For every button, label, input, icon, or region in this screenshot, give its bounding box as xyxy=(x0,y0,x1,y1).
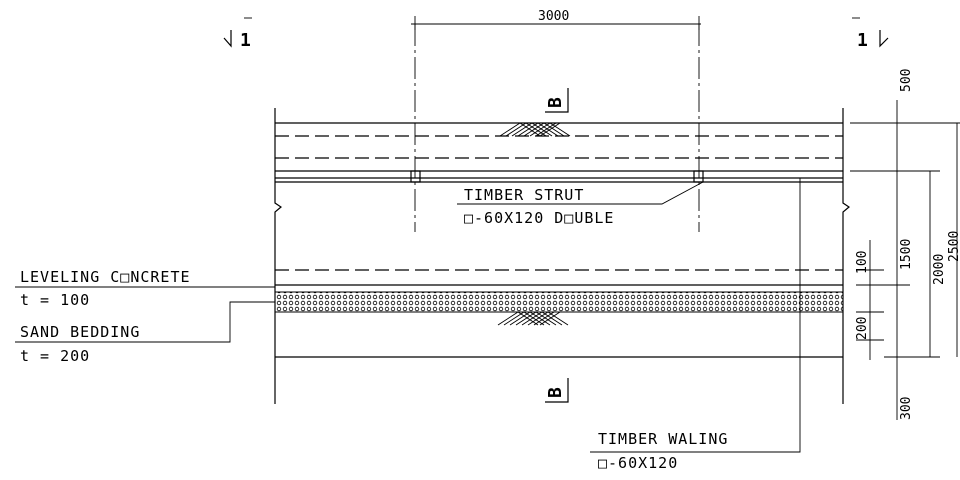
section-label-left: 1 xyxy=(240,30,251,51)
section-mark-right: 1 xyxy=(852,17,889,51)
dim-200: 200 xyxy=(855,317,870,340)
leveling-thickness: t = 100 xyxy=(20,291,90,309)
dimension-top-3000: 3000 xyxy=(411,9,701,30)
timber-strut-leader xyxy=(457,181,704,205)
strut-block-left xyxy=(410,170,421,183)
section-b-bottom: B xyxy=(545,378,569,403)
left-wall xyxy=(274,108,283,404)
timber-strut-spec: □-60X120 D□UBLE xyxy=(464,209,614,227)
timber-waling-leader xyxy=(590,178,801,453)
right-wall xyxy=(842,108,851,404)
section-b-label-bottom: B xyxy=(545,387,566,398)
earth-hatch-top xyxy=(499,122,571,137)
leveling-concrete-label: LEVELING C□NCRETE xyxy=(20,268,191,286)
dim-500: 500 xyxy=(899,69,914,92)
dim-100: 100 xyxy=(855,251,870,274)
sand-thickness: t = 200 xyxy=(20,347,90,365)
section-mark-left: 1 xyxy=(223,17,252,51)
dim-300: 300 xyxy=(899,397,914,420)
section-b-label-top: B xyxy=(545,97,566,108)
dim-2500: 2500 xyxy=(947,231,960,262)
dimension-chain-right: 500 2000 2500 1500 100 200 300 xyxy=(850,69,960,420)
dim-2000: 2000 xyxy=(932,254,947,285)
sand-leader xyxy=(15,301,275,343)
timber-strut-label: TIMBER STRUT xyxy=(464,186,584,204)
sand-bedding-layer xyxy=(274,291,844,313)
section-b-top: B xyxy=(545,88,569,113)
sand-bedding-label: SAND BEDDING xyxy=(20,323,140,341)
section-label-right: 1 xyxy=(857,30,868,51)
dim-3000: 3000 xyxy=(538,9,569,24)
earth-hatch-bottom xyxy=(497,311,569,326)
strut-block-right xyxy=(693,170,704,183)
timber-waling-label: TIMBER WALING xyxy=(598,430,728,448)
timber-waling-spec: □-60X120 xyxy=(598,454,678,472)
dim-1500: 1500 xyxy=(899,239,914,270)
